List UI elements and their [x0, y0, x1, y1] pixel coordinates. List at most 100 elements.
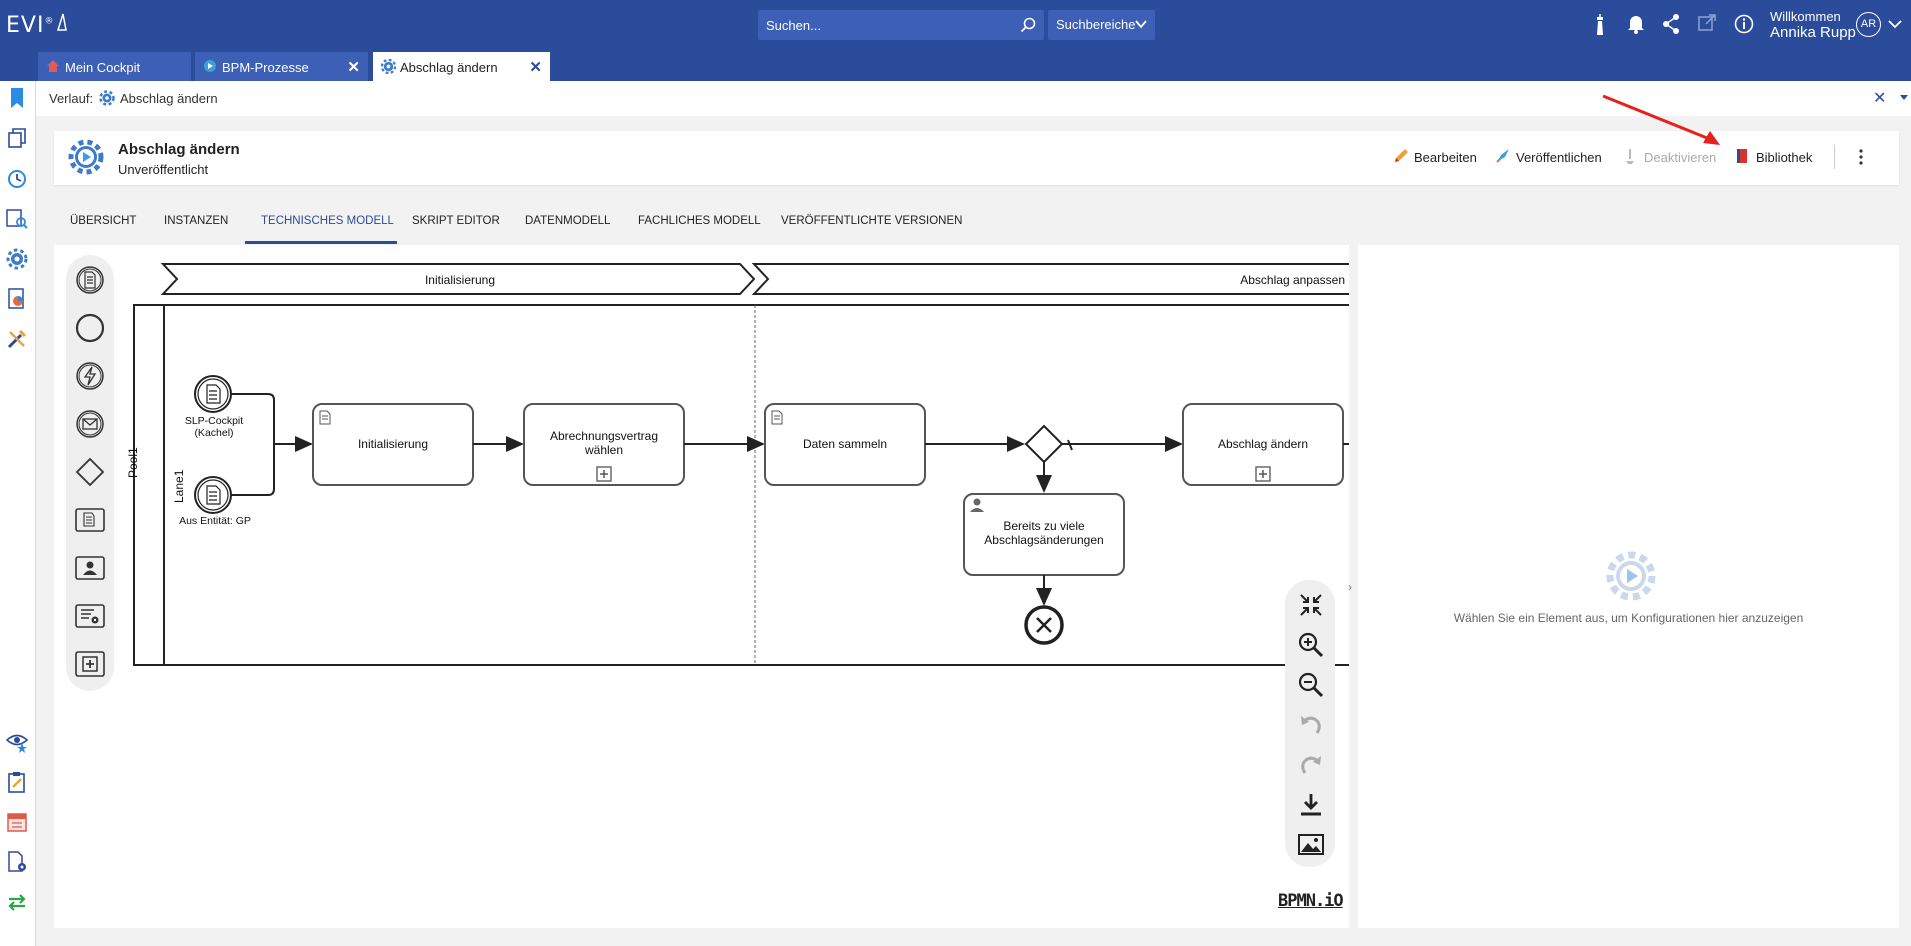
- status-text: Unveröffentlicht: [118, 162, 208, 177]
- gear-icon: [99, 90, 115, 106]
- edit-label: Bearbeiten: [1414, 150, 1477, 165]
- tab-label: BPM-Prozesse: [222, 60, 309, 75]
- service-task-tool-icon[interactable]: [75, 601, 105, 631]
- close-icon[interactable]: ✕: [529, 58, 542, 76]
- start-event-label: Aus Entität: GP: [170, 515, 260, 527]
- panel-toggle-icon[interactable]: ›: [1348, 580, 1352, 594]
- subprocess-tool-icon[interactable]: [75, 649, 105, 679]
- tab-datenmodell[interactable]: DATENMODELL: [525, 215, 610, 227]
- pencil-icon: [1393, 148, 1409, 164]
- info-icon[interactable]: [1734, 14, 1754, 34]
- home-icon: [46, 59, 60, 73]
- window-tab-bar: Mein Cockpit BPM-Prozesse ✕ Abschlag änd…: [0, 51, 1911, 81]
- play-icon: [203, 59, 217, 73]
- task-label[interactable]: Abschlag ändern: [1183, 437, 1343, 451]
- avatar[interactable]: AR: [1856, 12, 1881, 37]
- report-chart-icon[interactable]: [6, 288, 28, 310]
- tab-abschlag-aendern[interactable]: Abschlag ändern ✕: [373, 52, 550, 81]
- download-icon[interactable]: [1298, 792, 1324, 818]
- tab-mein-cockpit[interactable]: Mein Cockpit: [38, 52, 191, 81]
- library-label: Bibliothek: [1756, 150, 1812, 165]
- welcome-block: Willkommen Annika Rupp: [1770, 9, 1856, 41]
- chevron-down-icon[interactable]: [1899, 94, 1909, 101]
- search-scope-dropdown[interactable]: Suchbereiche: [1048, 10, 1155, 40]
- zoom-in-icon[interactable]: [1298, 632, 1324, 658]
- bpmn-io-watermark[interactable]: BPMN.iO: [1278, 891, 1343, 911]
- fit-to-screen-icon[interactable]: [1298, 592, 1324, 618]
- active-tab-indicator: [245, 241, 397, 244]
- export-image-icon[interactable]: [1298, 832, 1324, 858]
- phase-label: Abschlag anpassen: [1200, 273, 1345, 287]
- copy-icon[interactable]: [6, 127, 28, 149]
- sync-icon[interactable]: [6, 891, 28, 913]
- tools-icon[interactable]: [6, 328, 28, 350]
- start-event-tool-icon[interactable]: [75, 265, 105, 295]
- task-label[interactable]: Daten sammeln: [765, 437, 925, 451]
- user-task-tool-icon[interactable]: [75, 553, 105, 583]
- undo-icon: [1298, 712, 1324, 738]
- app-logo[interactable]: EVI®: [6, 12, 68, 38]
- action-divider: [1834, 145, 1835, 169]
- search-input[interactable]: [758, 10, 1008, 40]
- edit-button[interactable]: Bearbeiten: [1398, 150, 1477, 165]
- pool-label: Pool1: [126, 447, 140, 478]
- book-icon: [1735, 148, 1749, 164]
- history-icon[interactable]: [6, 167, 28, 189]
- breadcrumb-item[interactable]: Abschlag ändern: [120, 91, 218, 106]
- tab-skript-editor[interactable]: SKRIPT EDITOR: [412, 215, 500, 227]
- script-task-tool-icon[interactable]: [75, 505, 105, 535]
- bpmn-canvas[interactable]: [54, 245, 1349, 928]
- lighthouse-icon[interactable]: [1592, 14, 1608, 36]
- document-settings-icon[interactable]: [6, 851, 28, 873]
- user-name: Annika Rupp: [1770, 25, 1856, 41]
- gateway-tool-icon[interactable]: [75, 457, 105, 487]
- publish-button[interactable]: Veröffentlichen: [1500, 150, 1602, 165]
- external-link-icon: [1698, 14, 1716, 32]
- tab-label: Abschlag ändern: [400, 60, 498, 75]
- config-panel: Wählen Sie ein Element aus, um Konfigura…: [1358, 245, 1899, 928]
- breadcrumb-prefix: Verlauf:: [49, 91, 93, 106]
- task-label[interactable]: Abrechnungsvertrag wählen: [544, 429, 664, 457]
- lane-label: Lane1: [172, 470, 186, 503]
- eye-star-icon[interactable]: [6, 731, 28, 753]
- tab-uebersicht[interactable]: ÜBERSICHT: [70, 215, 136, 227]
- calendar-icon[interactable]: [6, 811, 28, 833]
- tab-veroeffentlichte-versionen[interactable]: VERÖFFENTLICHTE VERSIONEN: [781, 215, 962, 227]
- search-scope-label: Suchbereiche: [1056, 17, 1136, 32]
- bell-icon[interactable]: [1627, 14, 1645, 34]
- clipboard-icon[interactable]: [6, 771, 28, 793]
- chevron-down-icon[interactable]: [1888, 19, 1902, 29]
- message-event-tool-icon[interactable]: [75, 409, 105, 439]
- gear-icon[interactable]: [6, 248, 28, 270]
- page-title: Abschlag ändern: [118, 141, 240, 158]
- publish-label: Veröffentlichen: [1516, 150, 1602, 165]
- top-bar: EVI® Suchbereiche Willkommen Annika Rupp…: [0, 0, 1911, 51]
- event-tool-icon[interactable]: [75, 313, 105, 343]
- signal-event-tool-icon[interactable]: [75, 361, 105, 391]
- bookmark-icon[interactable]: [6, 87, 28, 109]
- tab-technisches-modell[interactable]: TECHNISCHES MODELL: [261, 215, 394, 227]
- search-box: [758, 10, 1044, 40]
- close-icon[interactable]: ✕: [347, 58, 360, 76]
- left-sidebar: [0, 81, 36, 946]
- zoom-out-icon[interactable]: [1298, 672, 1324, 698]
- rocket-icon: [1495, 148, 1511, 164]
- chevron-down-icon: [1135, 19, 1147, 29]
- library-button[interactable]: Bibliothek: [1740, 150, 1812, 165]
- share-icon[interactable]: [1662, 14, 1680, 34]
- close-icon[interactable]: ✕: [1873, 88, 1886, 108]
- tab-label: Mein Cockpit: [65, 60, 140, 75]
- search-icon[interactable]: [1020, 17, 1036, 33]
- tab-bpm-prozesse[interactable]: BPM-Prozesse ✕: [195, 52, 368, 81]
- search-list-icon[interactable]: [6, 208, 28, 230]
- tab-fachliches-modell[interactable]: FACHLICHES MODELL: [638, 215, 761, 227]
- phase-label: Initialisierung: [360, 273, 560, 287]
- tab-instanzen[interactable]: INSTANZEN: [164, 215, 228, 227]
- start-event-label: SLP-Cockpit (Kachel): [178, 415, 250, 439]
- redo-icon: [1298, 752, 1324, 778]
- zoom-toolbar: [1285, 580, 1335, 867]
- task-label[interactable]: Initialisierung: [313, 437, 473, 451]
- task-label[interactable]: Bereits zu viele Abschlagsänderungen: [979, 519, 1109, 547]
- config-hint: Wählen Sie ein Element aus, um Konfigura…: [1358, 611, 1899, 625]
- more-vertical-icon[interactable]: [1858, 149, 1864, 165]
